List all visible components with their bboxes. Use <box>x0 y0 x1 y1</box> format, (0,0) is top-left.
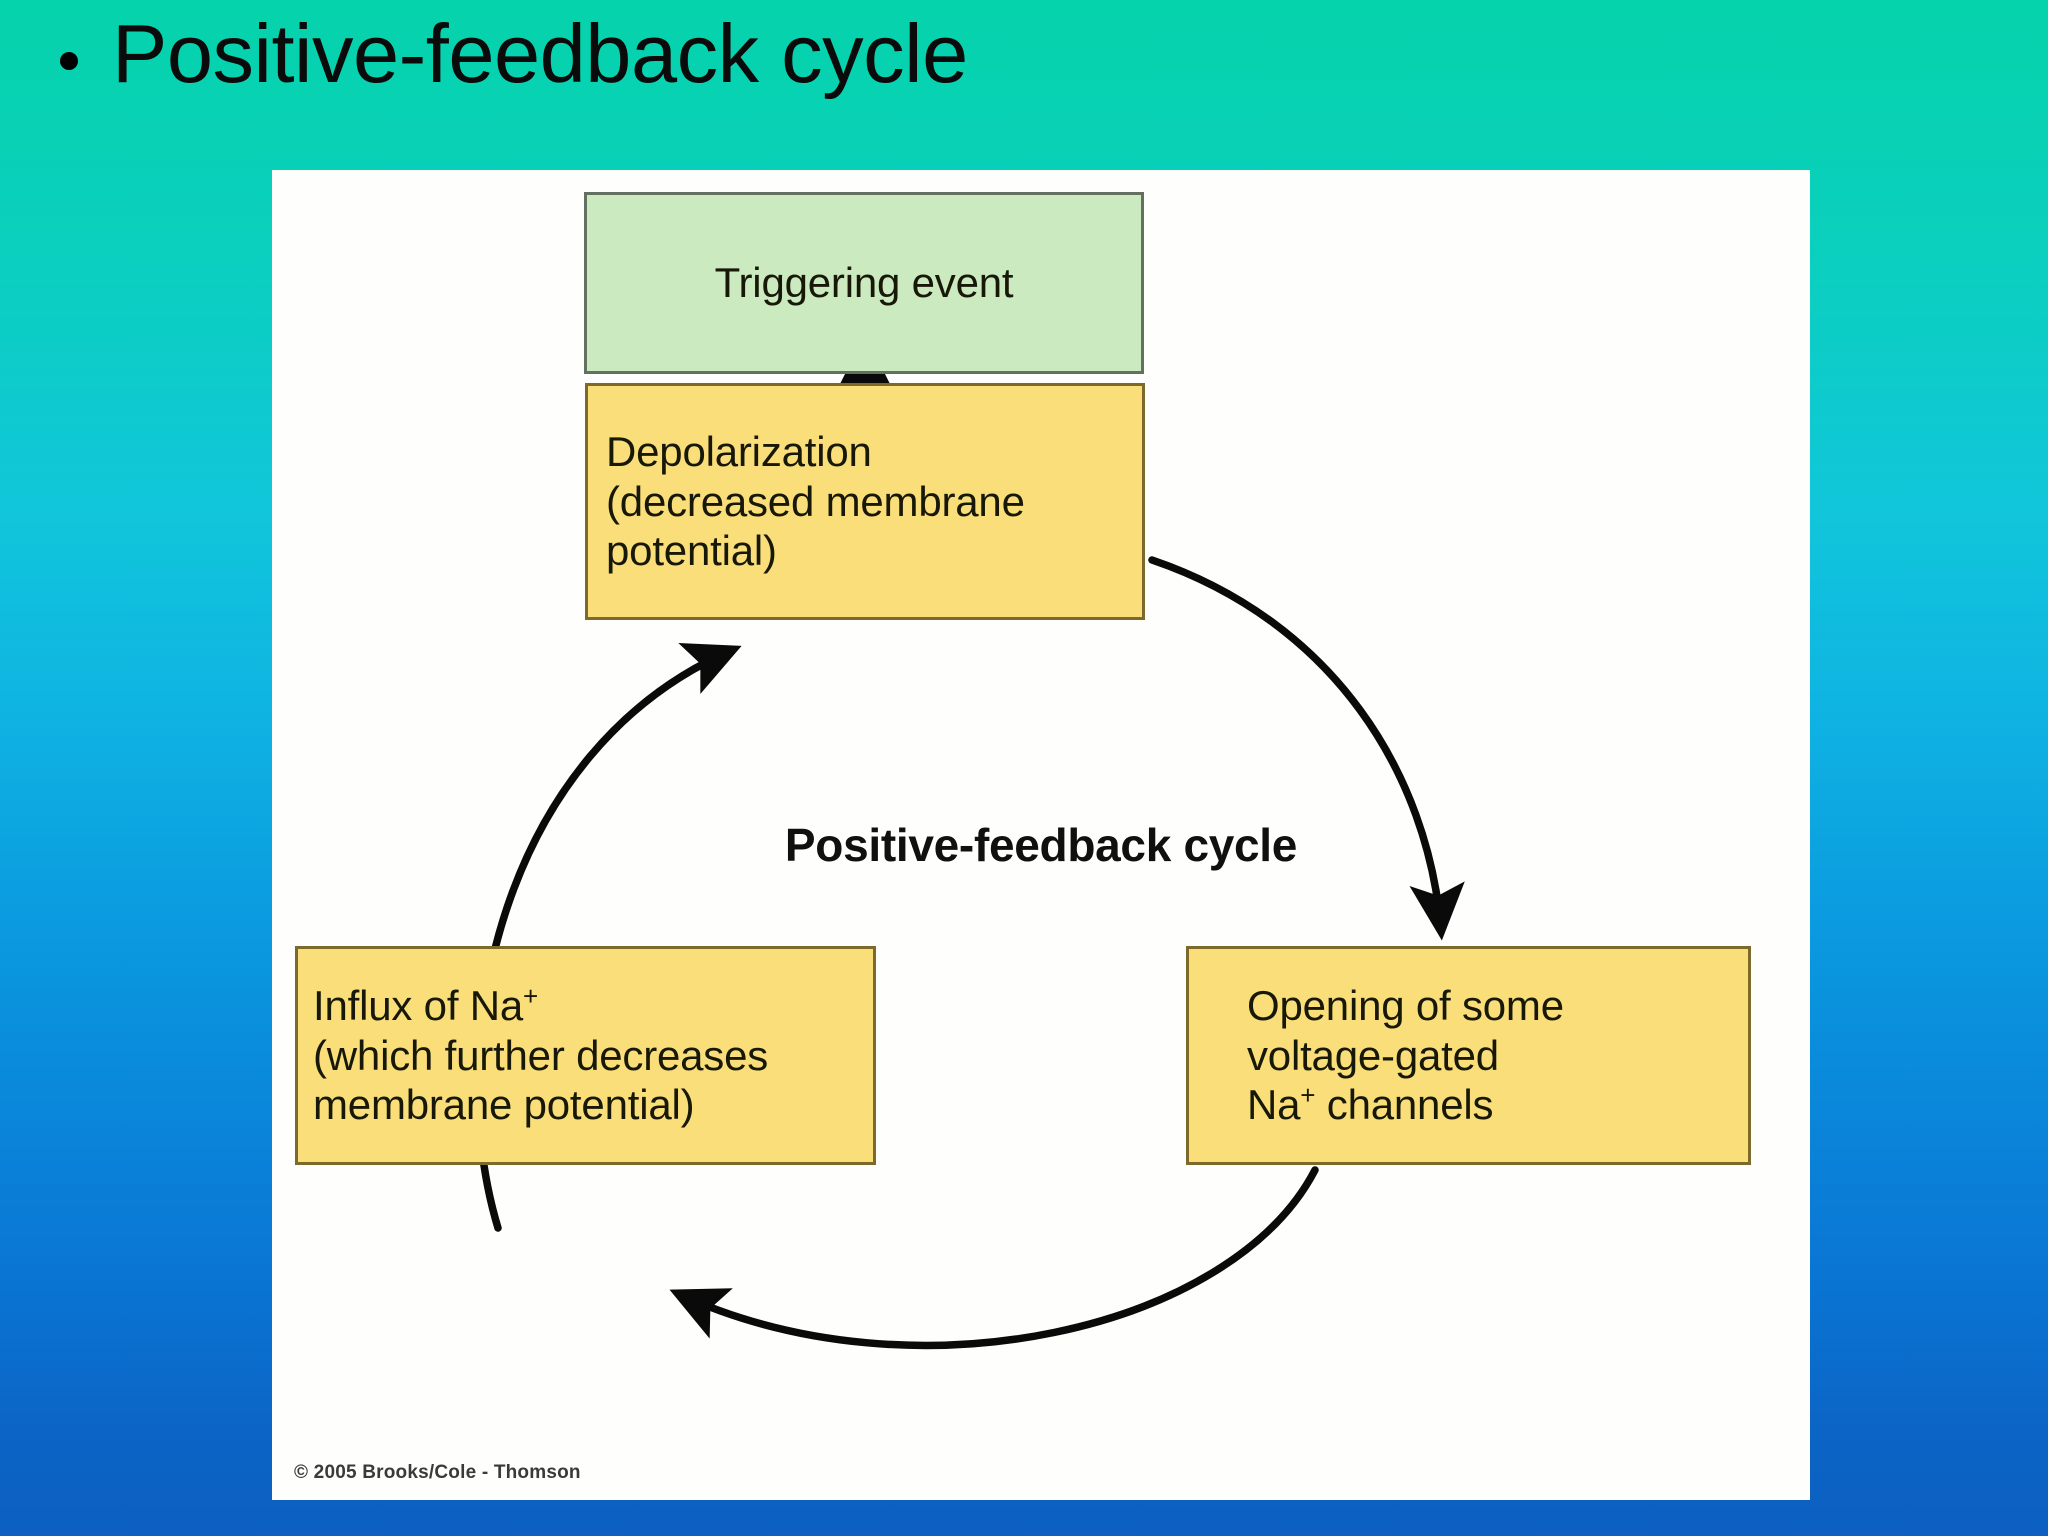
copyright-credit: © 2005 Brooks/Cole - Thomson <box>294 1462 581 1483</box>
arrow-opening-to-influx <box>669 1166 1319 1350</box>
node-influx-of-na[interactable]: Influx of Na+ (which further decreases m… <box>295 946 876 1165</box>
node-triggering-event-label: Triggering event <box>714 259 1014 307</box>
node-opening-line1: Opening of some <box>1247 982 1564 1030</box>
node-depolarization-line3: potential) <box>606 527 777 575</box>
arrow-depolarization-to-opening <box>1148 556 1465 941</box>
node-opening-line2: voltage-gated <box>1247 1031 1499 1079</box>
slide-title-row: Positive-feedback cycle <box>60 6 968 101</box>
node-influx-of-na-label: Influx of Na+ (which further decreases m… <box>298 981 788 1130</box>
node-depolarization-line1: Depolarization <box>606 428 872 476</box>
node-opening-line3-superscript: + <box>1300 1080 1316 1111</box>
node-opening-of-channels[interactable]: Opening of some voltage-gated Na+ channe… <box>1186 946 1751 1165</box>
node-opening-of-channels-label: Opening of some voltage-gated Na+ channe… <box>1189 981 1584 1130</box>
page-title: Positive-feedback cycle <box>112 7 968 100</box>
node-influx-line3: membrane potential) <box>313 1081 695 1129</box>
node-influx-line1-superscript: + <box>523 981 539 1012</box>
node-triggering-event[interactable]: Triggering event <box>584 192 1144 374</box>
node-influx-line1-text: Influx of Na <box>313 982 524 1030</box>
node-depolarization[interactable]: Depolarization (decreased membrane poten… <box>585 383 1145 620</box>
node-depolarization-line2: (decreased membrane <box>606 477 1025 525</box>
node-opening-line3-text: Na <box>1247 1081 1301 1129</box>
node-influx-line2: (which further decreases <box>313 1031 769 1079</box>
bullet-icon <box>60 52 78 70</box>
node-depolarization-label: Depolarization (decreased membrane poten… <box>588 427 1045 576</box>
positive-feedback-diagram: Triggering event Depolarization (decreas… <box>272 170 1810 1500</box>
figure-panel: Triggering event Depolarization (decreas… <box>272 170 1810 1500</box>
node-opening-line3-tail: channels <box>1315 1081 1494 1129</box>
diagram-caption: Positive-feedback cycle <box>784 819 1298 871</box>
